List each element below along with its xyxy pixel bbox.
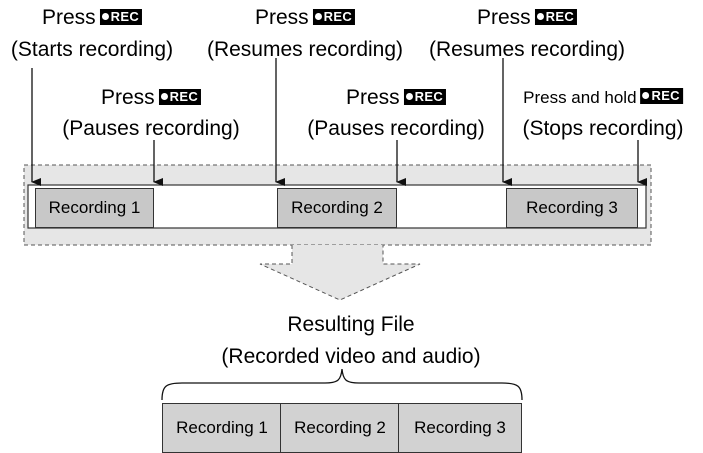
rec-button-icon: REC [534,9,578,25]
event-4-action: (Pauses recording) [307,117,485,140]
timeline-segment-1: Recording 1 [35,188,154,228]
result-title: Resulting File [287,313,415,336]
event-2-action: (Pauses recording) [62,117,240,140]
result-subtitle: (Recorded video and audio) [221,345,481,368]
rec-button-icon: REC [99,9,143,25]
result-arrow [259,245,421,301]
file-brace [161,368,523,401]
file-segment-3: Recording 3 [398,403,522,453]
event-1-action: (Starts recording) [10,38,174,61]
rec-button-icon: REC [403,89,447,105]
timeline-segment-2: Recording 2 [277,188,397,228]
event-3-action: (Resumes recording) [206,38,404,61]
file-segment-1: Recording 1 [162,403,282,453]
event-5-action: (Resumes recording) [428,38,626,61]
rec-button-icon: REC [312,9,356,25]
rec-button-icon: REC [640,88,683,104]
event-6-action: (Stops recording) [522,117,684,140]
file-segment-2: Recording 2 [280,403,400,453]
timeline-segment-3: Recording 3 [506,188,638,228]
rec-button-icon: REC [158,89,202,105]
